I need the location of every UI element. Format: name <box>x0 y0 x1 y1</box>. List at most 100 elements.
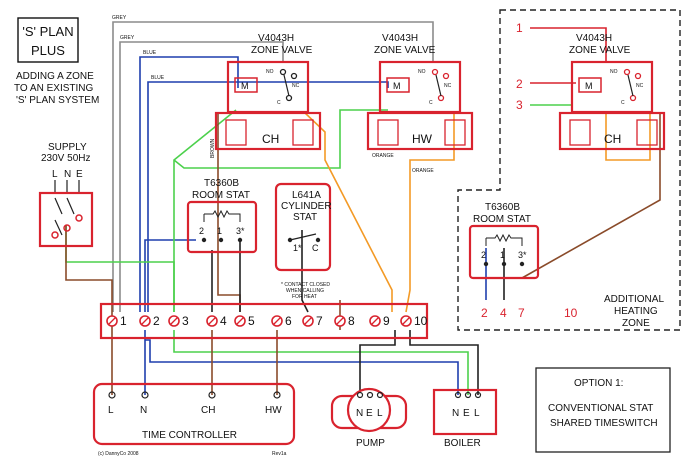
supply-terminal-e: E <box>76 169 83 180</box>
add-wire-num-4: 4 <box>500 306 507 320</box>
grey-wire-hw <box>112 21 434 312</box>
orange-wire-ch <box>303 111 393 312</box>
supply: SUPPLY 230V 50Hz L N E <box>38 142 94 248</box>
terminal-label-4: 4 <box>220 314 227 328</box>
title-line1: 'S' PLAN <box>22 24 73 39</box>
isolator-switch <box>38 191 94 248</box>
valve-ch-motor: M <box>241 81 249 91</box>
add-wire-num-10: 10 <box>564 306 578 320</box>
option-line2: CONVENTIONAL STAT <box>548 403 653 414</box>
wire-label-grey: GREY <box>120 35 135 41</box>
valve-add-no: NO <box>610 69 618 75</box>
terminal-slot <box>208 317 216 325</box>
room-stat-add-t1: 1 <box>500 250 505 260</box>
valve-hw-motor: M <box>393 81 401 91</box>
pump-label: PUMP <box>356 438 385 449</box>
valve-hw-label: ZONE VALVE <box>374 45 436 56</box>
zone-valve-hw: V4043H ZONE VALVE M NO NC C HW <box>366 33 474 151</box>
additional-line1: ADDITIONAL <box>604 294 664 305</box>
valve-hw-nc: NC <box>444 83 452 89</box>
boiler-terminal-e: E <box>463 408 470 419</box>
valve-ch-label: ZONE VALVE <box>251 45 313 56</box>
terminal-label-10: 10 <box>414 314 428 328</box>
option-box: OPTION 1: CONVENTIONAL STAT SHARED TIMES… <box>535 367 671 453</box>
pump-terminal-e: E <box>366 408 373 419</box>
subtitle-line3: 'S' PLAN SYSTEM <box>16 95 99 106</box>
orange-wire-add <box>605 112 651 161</box>
black-wire-cyl <box>301 230 309 313</box>
green-wire-hw <box>173 109 388 169</box>
wire-label-brown: BROWN <box>210 138 216 158</box>
cyl-stat-label2: STAT <box>293 212 317 223</box>
zone-valve-ch: V4043H ZONE VALVE M NO NC C CH <box>214 33 322 151</box>
supply-terminal-n: N <box>64 169 71 180</box>
room-stat-model: T6360B <box>204 178 239 189</box>
additional-line2: HEATING <box>614 306 658 317</box>
valve-add-zone: CH <box>604 132 621 146</box>
add-wire-num-2: 2 <box>481 306 488 320</box>
pump-terminal-n: N <box>356 408 363 419</box>
pump: N E L PUMP <box>330 387 408 449</box>
room-stat: T6360B ROOM STAT 2 1 3* <box>186 178 258 254</box>
cyl-stat-t1: 1* <box>293 243 302 253</box>
room-stat-add-model: T6360B <box>485 202 520 213</box>
blue-wire-boiler <box>145 339 459 395</box>
terminal-label-2: 2 <box>153 314 160 328</box>
terminal-slot <box>108 317 116 325</box>
tc-terminal-hw: HW <box>265 405 282 416</box>
valve-hw-zone: HW <box>412 132 433 146</box>
valve-hw-no: NO <box>418 69 426 75</box>
wire-label-orange: ORANGE <box>372 153 394 159</box>
red-wire-add <box>530 27 607 62</box>
add-wire-num-7: 7 <box>518 306 525 320</box>
valve-add-label: ZONE VALVE <box>569 45 631 56</box>
option-line3: SHARED TIMESWITCH <box>550 418 658 429</box>
valve-add-model: V4043H <box>576 33 612 44</box>
blue-wire-stat <box>144 239 196 312</box>
terminal-label-7: 7 <box>316 314 323 328</box>
room-stat-add-t3: 3* <box>518 250 527 260</box>
room-stat-add-t2: 2 <box>481 250 486 260</box>
tc-label: TIME CONTROLLER <box>142 430 237 441</box>
wire-labels: GREY GREY BLUE BLUE BROWN ORANGE ORANGE <box>112 15 434 174</box>
wire-label-blue: BLUE <box>151 75 165 81</box>
terminal-slot <box>371 317 379 325</box>
tc-terminal-ch: CH <box>201 405 215 416</box>
blue-wire-hw <box>147 81 389 312</box>
valve-add-wire-1: 1 <box>516 21 523 35</box>
terminal-slot <box>273 317 281 325</box>
additional-zone-box: ADDITIONAL HEATING ZONE <box>457 9 681 331</box>
wire-label-orange: ORANGE <box>412 168 434 174</box>
revision: Rev1a <box>272 451 287 457</box>
room-stat-t1: 1 <box>217 226 222 236</box>
copyright: (c) DannyCo 2008 <box>98 451 139 457</box>
title-block: 'S' PLAN PLUS ADDING A ZONE TO AN EXISTI… <box>14 17 99 106</box>
terminal-label-8: 8 <box>348 314 355 328</box>
room-stat-additional: T6360B ROOM STAT 2 1 3* 2 4 7 10 <box>468 202 578 320</box>
wire-label-grey: GREY <box>112 15 127 21</box>
boiler-terminal-n: N <box>452 408 459 419</box>
cyl-note-2: WHEN CALLING <box>286 288 324 294</box>
title-line2: PLUS <box>31 43 65 58</box>
boiler-label: BOILER <box>444 438 481 449</box>
room-stat-label: ROOM STAT <box>192 190 250 201</box>
terminal-label-6: 6 <box>285 314 292 328</box>
valve-ch-nc: NC <box>292 83 300 89</box>
terminal-slot <box>402 317 410 325</box>
zone-valve-additional: V4043H ZONE VALVE M NO NC C CH 1 2 3 <box>516 21 666 151</box>
terminal-label-1: 1 <box>120 314 127 328</box>
tc-terminal-l: L <box>108 405 114 416</box>
subtitle-line1: ADDING A ZONE <box>16 71 94 82</box>
supply-terminal-l: L <box>52 169 58 180</box>
valve-hw-model: V4043H <box>382 33 418 44</box>
terminal-label-9: 9 <box>383 314 390 328</box>
grey-wire-ch <box>119 41 284 312</box>
terminal-slot <box>304 317 312 325</box>
cyl-stat-label: CYLINDER <box>281 201 332 212</box>
subtitle-line2: TO AN EXISTING <box>14 83 93 94</box>
terminal-slot <box>236 317 244 325</box>
cylinder-stat: L641A CYLINDER STAT 1* C * CONTACT CLOSE… <box>274 182 332 300</box>
